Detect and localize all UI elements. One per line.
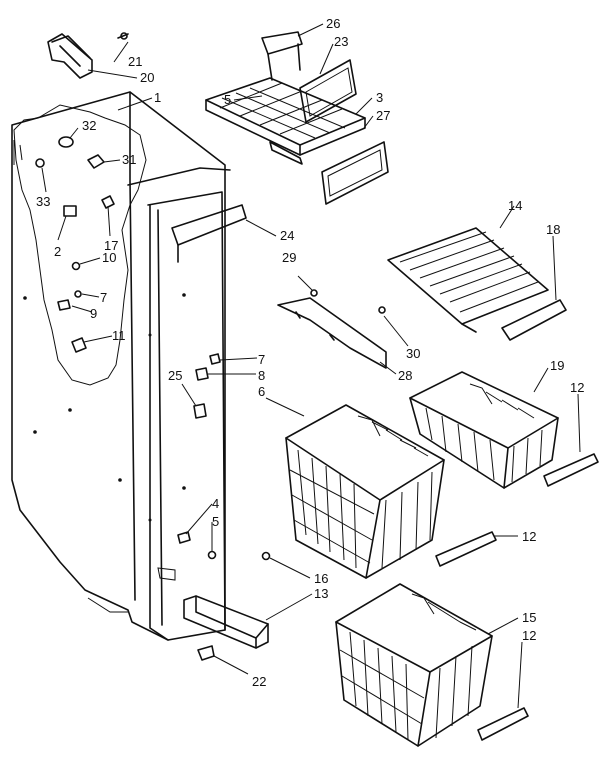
callout-8: 8 (258, 368, 265, 383)
liner-small-parts (35, 136, 221, 560)
callout-7-left: 7 (100, 290, 107, 305)
callout-7-right: 7 (258, 352, 265, 367)
callout-12-lower: 12 (522, 628, 536, 643)
freezer-liner-cabinet (11, 91, 231, 641)
callout-9: 9 (90, 306, 97, 321)
basket-bottom-15 (335, 583, 529, 747)
callout-22: 22 (252, 674, 266, 689)
callout-11: 11 (112, 328, 126, 343)
basket-large-6 (285, 404, 497, 579)
callout-4: 4 (212, 496, 219, 511)
wire-shelf (387, 227, 567, 341)
callout-25: 25 (168, 368, 182, 383)
callout-30: 30 (406, 346, 420, 361)
callout-numbers: 26 23 21 20 1 5 3 27 32 31 33 2 17 10 7 … (36, 16, 584, 689)
bottom-trim-parts (183, 551, 271, 661)
callout-31: 31 (122, 152, 136, 167)
callout-19: 19 (550, 358, 564, 373)
callout-12-middle: 12 (522, 529, 536, 544)
callout-17: 17 (104, 238, 118, 253)
callout-24: 24 (280, 228, 294, 243)
callout-32: 32 (82, 118, 96, 133)
shelf-ice-assembly (205, 31, 389, 205)
callout-10: 10 (102, 250, 116, 265)
callout-2: 2 (54, 244, 61, 259)
callout-15: 15 (522, 610, 536, 625)
basket-small-19 (409, 371, 599, 489)
callout-14: 14 (508, 198, 522, 213)
callout-5-lower: 5 (212, 514, 219, 529)
callout-18: 18 (546, 222, 560, 237)
callout-28: 28 (398, 368, 412, 383)
callout-20: 20 (140, 70, 154, 85)
callout-27: 27 (376, 108, 390, 123)
callout-33: 33 (36, 194, 50, 209)
trim-panel-24 (171, 204, 247, 263)
callout-21: 21 (128, 54, 142, 69)
callout-16: 16 (314, 571, 328, 586)
callout-29: 29 (282, 250, 296, 265)
callout-3: 3 (376, 90, 383, 105)
leader-lines (41, 23, 581, 709)
callout-6: 6 (258, 384, 265, 399)
callout-5-top: 5 (224, 92, 231, 107)
callout-1: 1 (154, 90, 161, 105)
shelf-bracket-28 (277, 289, 387, 369)
callout-12-upper: 12 (570, 380, 584, 395)
callout-23: 23 (334, 34, 348, 49)
callout-26: 26 (326, 16, 340, 31)
callout-13: 13 (314, 586, 328, 601)
handle-bracket (47, 32, 129, 79)
